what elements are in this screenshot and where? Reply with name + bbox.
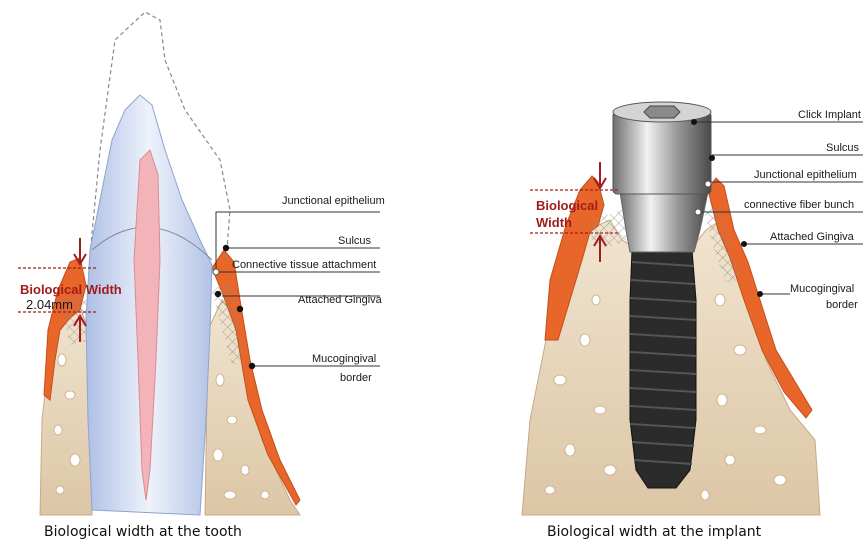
label-sulcus-left: Sulcus <box>338 235 372 247</box>
biological-width-label-implant-2: Width <box>536 215 572 230</box>
abutment-hex <box>644 106 680 118</box>
attached-gingiva-implant-marker <box>741 241 747 247</box>
implant-body <box>630 250 696 488</box>
label-connective-tissue-attachment: Connective tissue attachment <box>232 259 376 271</box>
label-mucogingival-left-1: Mucogingival <box>312 353 376 365</box>
label-attached-gingiva-left: Attached Gingiva <box>298 294 383 306</box>
attached-gingiva-marker <box>237 306 243 312</box>
label-mucogingival-implant-2: border <box>826 299 858 311</box>
biological-width-label-implant-1: Biological <box>536 198 598 213</box>
label-click-implant: Click Implant <box>798 109 861 121</box>
mucogingival-implant-marker <box>757 291 763 297</box>
label-junctional-epithelium-implant: Junctional epithelium <box>754 169 857 181</box>
caption-implant: Biological width at the implant <box>547 524 762 540</box>
click-implant-marker <box>691 119 697 125</box>
label-attached-gingiva-implant: Attached Gingiva <box>770 231 855 243</box>
sulcus-marker <box>223 245 229 251</box>
mucogingival-marker <box>249 363 255 369</box>
label-sulcus-implant: Sulcus <box>826 142 860 154</box>
label-connective-fiber-bunch: connective fiber bunch <box>744 199 854 211</box>
abutment <box>613 112 711 194</box>
junctional-epithelium-implant-marker <box>705 181 711 187</box>
caption-tooth: Biological width at the tooth <box>44 524 242 540</box>
tooth-diagram: Biological Width 2.04mm Junctional epith… <box>18 12 385 515</box>
biological-width-measurement: 2.04mm <box>26 297 73 312</box>
implant-neck <box>620 192 708 252</box>
connective-fiber-marker <box>695 209 701 215</box>
label-junctional-epithelium-left: Junctional epithelium <box>282 195 385 207</box>
biological-width-label: Biological Width <box>20 282 122 297</box>
sulcus-implant-marker <box>709 155 715 161</box>
connective-attachment-marker <box>215 291 221 297</box>
label-mucogingival-left-2: border <box>340 372 372 384</box>
label-mucogingival-implant-1: Mucogingival <box>790 283 854 295</box>
implant-diagram: Biological Width Click Implant Sulcus Ju… <box>522 102 863 515</box>
junctional-epithelium-marker <box>213 269 219 275</box>
